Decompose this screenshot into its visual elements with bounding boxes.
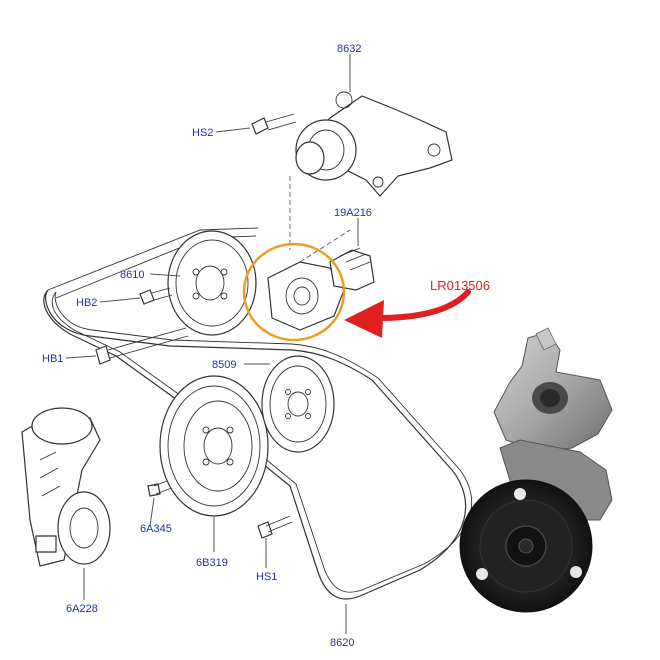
tensioner-19a216	[267, 176, 375, 331]
crankshaft-pulley-6b319	[159, 375, 269, 517]
pulley-8610	[167, 230, 257, 336]
bolt-hs1	[257, 515, 293, 539]
tensioner-assembly-6a228	[21, 407, 111, 567]
bolt-hb1	[95, 327, 189, 365]
label-8620: 8620	[330, 637, 354, 649]
callout-part-number: LR013506	[430, 278, 490, 293]
label-6a345: 6A345	[140, 523, 172, 535]
label-8610: 8610	[120, 269, 144, 281]
label-hb2: HB2	[76, 297, 97, 309]
bolt-hb2	[139, 287, 173, 305]
callout-arrowhead	[344, 300, 384, 338]
label-8632: 8632	[337, 43, 361, 55]
label-hb1: HB1	[42, 353, 63, 365]
label-hs1: HS1	[256, 571, 277, 583]
bracket-8632	[295, 91, 453, 197]
callout-arrow	[375, 289, 471, 321]
label-19a216: 19A216	[334, 207, 372, 219]
highlight-circle	[242, 242, 346, 342]
label-8509: 8509	[212, 359, 236, 371]
idler-pulley-8509	[261, 355, 335, 453]
label-6b319: 6B319	[196, 557, 228, 569]
bolt-hs2	[251, 113, 297, 135]
leader-lines	[65, 54, 359, 634]
product-photo	[459, 327, 613, 613]
label-6a228: 6A228	[66, 603, 98, 615]
label-hs2: HS2	[192, 127, 213, 139]
